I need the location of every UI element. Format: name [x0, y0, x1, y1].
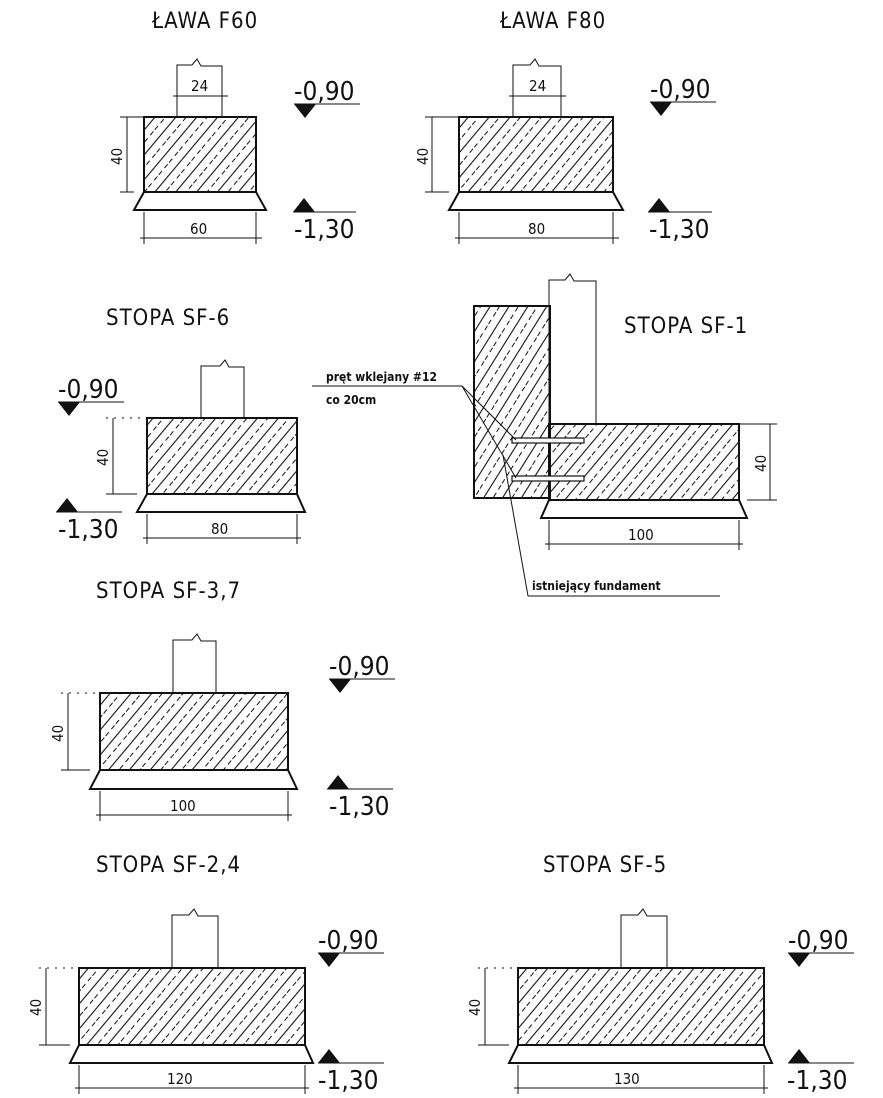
- level-bottom-marker: [56, 498, 78, 512]
- lean-concrete-base: [135, 493, 307, 513]
- level-top-label: -0,90: [788, 926, 849, 956]
- lean-concrete-base: [507, 1044, 774, 1064]
- level-top-marker: [294, 104, 316, 118]
- width-label: 80: [528, 220, 545, 238]
- width-label: 100: [170, 797, 196, 815]
- level-bottom-marker: [788, 1049, 810, 1063]
- level-bottom-label: -1,30: [649, 215, 710, 245]
- level-top-label: -0,90: [318, 926, 379, 956]
- level-bottom-marker: [327, 775, 349, 789]
- title-f60: ŁAWA F60: [151, 9, 258, 34]
- height-label: 40: [27, 999, 45, 1016]
- level-bottom-marker: [293, 198, 315, 212]
- footing-block: [146, 417, 298, 495]
- level-top-label: -0,90: [294, 77, 355, 107]
- width-label: 80: [211, 520, 228, 538]
- column-stub: [172, 633, 217, 693]
- level-top-marker: [58, 402, 80, 416]
- title-sf24: STOPA SF-2,4: [96, 853, 241, 878]
- title-sf5: STOPA SF-5: [543, 853, 667, 878]
- column-stub: [176, 58, 223, 96]
- level-top-label: -0,90: [58, 375, 119, 405]
- level-top-marker: [788, 953, 810, 967]
- footing-sf37: STOPA SF-3,7 40 100 -0,90 -1,30: [49, 579, 395, 822]
- dowel-note: pręt wklejany #12: [326, 370, 437, 384]
- footing-block: [99, 692, 289, 771]
- level-top-marker: [650, 102, 672, 116]
- lean-concrete-base: [132, 191, 268, 211]
- height-label: 40: [49, 725, 67, 742]
- existing-foundation-note: istniejący fundament: [532, 579, 661, 593]
- footing-f80: ŁAWA F80 24 40 80 -0,90 -1,30: [414, 9, 716, 245]
- footing-sf6: STOPA SF-6 40 80 -0,90 -1,30: [56, 306, 307, 545]
- level-bottom-label: -1,30: [58, 515, 119, 545]
- level-bottom-label: -1,30: [329, 792, 390, 822]
- footing-block: [517, 967, 765, 1046]
- width-label: 100: [628, 526, 654, 544]
- footing-block: [458, 116, 614, 193]
- width-label: 130: [614, 1070, 640, 1088]
- level-bottom-marker: [648, 198, 670, 212]
- footing-sf1: STOPA SF-1 pręt wklejany #12 co 20cm ist…: [312, 273, 777, 597]
- level-bottom-label: -1,30: [294, 215, 355, 245]
- column-width-label: 24: [529, 77, 546, 95]
- column-stub: [171, 908, 219, 968]
- level-bottom-marker: [318, 1049, 340, 1063]
- footing-block: [143, 116, 257, 193]
- footing-sf5: STOPA SF-5 40 130 -0,90 -1,30: [466, 853, 854, 1096]
- level-bottom-label: -1,30: [787, 1066, 848, 1096]
- height-label: 40: [466, 999, 484, 1016]
- level-top-marker: [329, 679, 351, 693]
- lean-concrete-base: [447, 191, 625, 211]
- height-label: 40: [414, 148, 432, 165]
- column-stub: [512, 58, 562, 96]
- footing-sf24: STOPA SF-2,4 40 120 -0,90 -1,30: [27, 853, 384, 1096]
- column-width-label: 24: [191, 77, 208, 95]
- title-sf6: STOPA SF-6: [106, 306, 230, 331]
- height-label: 40: [108, 148, 126, 165]
- dowel-bar: [511, 437, 585, 444]
- height-label: 40: [752, 455, 770, 472]
- footing-block: [548, 423, 740, 501]
- level-top-marker: [318, 953, 340, 967]
- lean-concrete-base: [539, 499, 749, 519]
- width-label: 120: [167, 1070, 193, 1088]
- width-label: 60: [190, 220, 207, 238]
- level-bottom-label: -1,30: [318, 1066, 379, 1096]
- level-top-label: -0,90: [650, 75, 711, 105]
- title-sf37: STOPA SF-3,7: [96, 579, 241, 604]
- footing-block: [78, 967, 306, 1046]
- footing-f60: ŁAWA F60 24 40 60 -0,90 -1,30: [108, 9, 360, 245]
- title-sf1: STOPA SF-1: [624, 314, 748, 339]
- column-stub: [620, 908, 668, 968]
- dowel-bar: [511, 475, 585, 482]
- lean-concrete-base: [88, 769, 299, 790]
- level-top-label: -0,90: [329, 652, 390, 682]
- dowel-spacing-note: co 20cm: [326, 393, 376, 407]
- column-stub: [548, 273, 597, 424]
- existing-foundation: [473, 305, 551, 499]
- lean-concrete-base: [68, 1044, 315, 1064]
- title-f80: ŁAWA F80: [499, 9, 606, 34]
- column-stub: [200, 359, 245, 418]
- height-label: 40: [94, 449, 112, 466]
